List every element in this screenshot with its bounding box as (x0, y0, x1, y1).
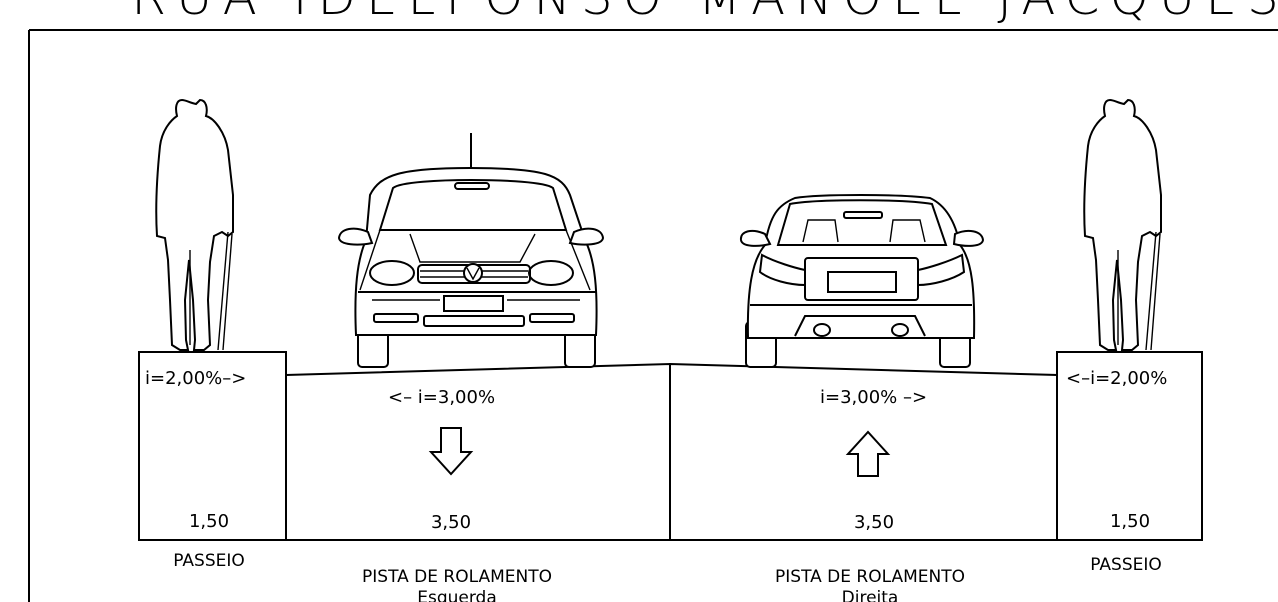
pedestrian-icon (1083, 98, 1162, 351)
slope-label-sidewalk-left: i=2,00%–> (145, 368, 246, 389)
section-name-lane-left: PISTA DE ROLAMENTO (362, 567, 552, 587)
width-label-sidewalk-right: 1,50 (1110, 511, 1150, 532)
arrow-down-icon (428, 427, 474, 476)
width-label-sidewalk-left: 1,50 (189, 511, 229, 532)
section-boxes (138, 351, 1203, 541)
arrow-up-icon (845, 430, 891, 477)
section-name-sidewalk-left: PASSEIO (173, 551, 245, 571)
section-subname-lane-left: Esquerda (417, 588, 497, 602)
section-name-lane-right: PISTA DE ROLAMENTO (775, 567, 965, 587)
drawing-frame (28, 29, 1278, 602)
slope-label-lane-left: <– i=3,00% (388, 387, 495, 408)
car-front-icon (337, 133, 605, 368)
slope-label-lane-right: i=3,00% –> (820, 387, 927, 408)
car-rear-icon (739, 194, 985, 368)
width-label-lane-left: 3,50 (431, 512, 471, 533)
width-label-lane-right: 3,50 (854, 512, 894, 533)
pedestrian-icon (155, 98, 234, 351)
slope-label-sidewalk-right: <–i=2,00% (1066, 368, 1167, 389)
sidewalk-right-box (1056, 351, 1203, 541)
section-subname-lane-right: Direita (842, 588, 899, 602)
section-name-sidewalk-right: PASSEIO (1090, 555, 1162, 575)
street-title: RUA IDELFONSO MANOEL JACQUES (131, 0, 1278, 26)
